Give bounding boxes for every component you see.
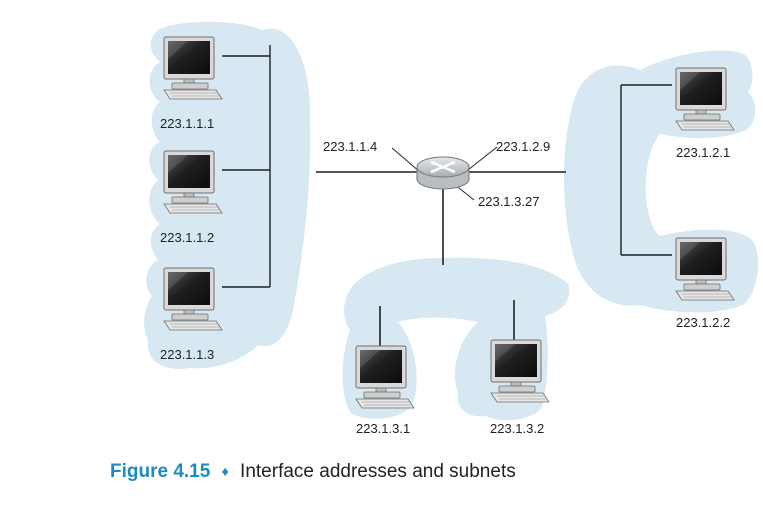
figure-caption: Figure 4.15 ♦ Interface addresses and su… [110, 461, 516, 483]
host-address-label: 223.1.3.2 [490, 421, 544, 436]
host-address-label: 223.1.2.2 [676, 315, 730, 330]
host-address-label: 223.1.1.1 [160, 116, 214, 131]
computer-icon [163, 36, 223, 100]
router-interface-label: 223.1.1.4 [323, 139, 377, 154]
figure-number: Figure 4.15 [110, 461, 211, 482]
host-address-label: 223.1.1.2 [160, 230, 214, 245]
host-address-label: 223.1.2.1 [676, 145, 730, 160]
host-address-label: 223.1.3.1 [356, 421, 410, 436]
computer-icon [163, 150, 223, 214]
router-interface-label: 223.1.2.9 [496, 139, 550, 154]
leader-if2 [467, 146, 498, 171]
router-interface-label: 223.1.3.27 [478, 194, 539, 209]
router-icon [416, 156, 470, 190]
leader-if1 [391, 147, 421, 173]
computer-icon [675, 237, 735, 301]
figure-title: Interface addresses and subnets [240, 461, 516, 482]
host-address-label: 223.1.1.3 [160, 347, 214, 362]
computer-icon [490, 339, 550, 403]
computer-icon [675, 67, 735, 131]
diamond-separator-icon: ♦ [221, 463, 229, 479]
computer-icon [163, 267, 223, 331]
computer-icon [355, 345, 415, 409]
subnet-cloud-right [563, 50, 759, 313]
